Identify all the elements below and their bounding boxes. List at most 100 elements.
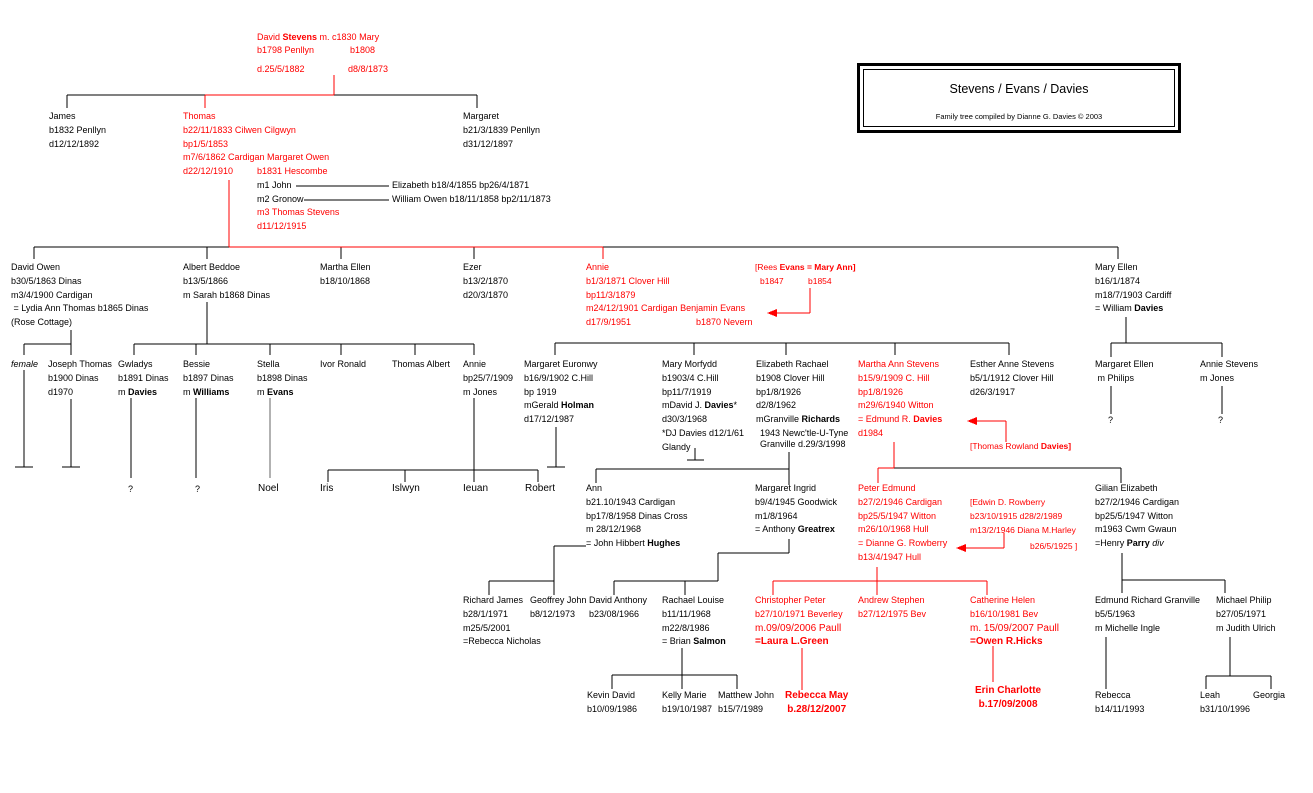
- text-segment: mDavid J.: [662, 400, 705, 411]
- text-line: d8/8/1873: [348, 63, 388, 77]
- text-segment: Martha Ann Stevens: [858, 359, 940, 369]
- text-segment: Esther Anne Stevens: [970, 359, 1055, 369]
- text-segment: Ivor Ronald: [320, 359, 367, 369]
- text-line: Stella: [257, 358, 308, 372]
- text-segment: d26/3/1917: [970, 386, 1016, 397]
- text-line: m.09/09/2006 Paull: [755, 622, 843, 636]
- text-line: Islwyn: [392, 482, 420, 496]
- text-segment: bp1/8/1926: [858, 386, 904, 397]
- text-line: Rebecca May: [785, 689, 848, 703]
- text-segment: b27/10/1971 Beverley: [755, 608, 843, 619]
- text-line: Albert Beddoe: [183, 261, 270, 275]
- text-segment: b21/3/1839 Penllyn: [463, 124, 541, 135]
- text-segment: Thomas: [183, 111, 216, 121]
- text-line: = William Davies: [1095, 302, 1171, 316]
- text-segment: Rebecca May: [785, 690, 849, 701]
- text-line: Noel: [258, 482, 279, 496]
- text-segment: Richard James: [463, 595, 524, 605]
- person-robert: Robert: [525, 482, 555, 496]
- thomas-rowland-davies-parent: [Thomas Rowland Davies]: [970, 440, 1071, 454]
- text-segment: Richards: [801, 414, 841, 425]
- text-line: m25/5/2001: [463, 622, 541, 636]
- text-segment: b8/12/1973: [530, 608, 576, 619]
- text-line: b1847: [760, 275, 784, 289]
- text-line: b31/10/1996: [1200, 703, 1250, 717]
- text-line: bp17/8/1958 Dinas Cross: [586, 510, 688, 524]
- text-segment: = Dianne G. Rowberry: [858, 538, 948, 549]
- text-line: Ann: [586, 482, 688, 496]
- text-segment: div: [1149, 538, 1164, 549]
- text-segment: b16/10/1981 Bev: [970, 608, 1039, 619]
- text-segment: Davies: [1134, 303, 1164, 314]
- text-segment: Granville d.29/3/1998: [760, 439, 846, 449]
- text-line: Ezer: [463, 261, 508, 275]
- text-segment: ?: [1218, 415, 1224, 425]
- text-line: m. 15/09/2007 Paull: [970, 622, 1059, 636]
- text-segment: m: [257, 386, 267, 397]
- text-line: b14/11/1993: [1095, 703, 1144, 717]
- text-line: b27/2/1946 Cardigan: [858, 496, 947, 510]
- text-line: b27/12/1975 Bev: [858, 608, 926, 622]
- text-segment: d1984: [858, 427, 884, 438]
- text-line: Andrew Stephen: [858, 594, 926, 608]
- text-line: David Stevens m. c1830 Mary: [257, 31, 379, 45]
- benjamin-evans-birth: b1870 Nevern: [696, 316, 753, 330]
- mary-ann-birth: b1854: [808, 275, 832, 289]
- title-box-inner: Stevens / Evans / Davies Family tree com…: [863, 69, 1175, 127]
- text-line: Georgia: [1253, 689, 1285, 703]
- text-segment: Greatrex: [797, 524, 835, 535]
- text-segment: Thomas Albert: [392, 359, 451, 369]
- text-segment: =Laura L.Green: [755, 636, 829, 648]
- text-line: Mary Morfydd: [662, 358, 744, 372]
- text-segment: = Anthony: [755, 524, 798, 535]
- text-line: Annie: [463, 358, 513, 372]
- person-noel: Noel: [258, 482, 279, 496]
- text-segment: Bessie: [183, 359, 211, 369]
- text-line: b15/7/1989: [718, 703, 774, 717]
- text-segment: ?: [195, 484, 201, 494]
- text-line: b1808: [350, 44, 375, 58]
- text-line: bp 1919: [524, 386, 598, 400]
- text-line: b23/10/1915 d28/2/1989: [970, 510, 1076, 524]
- text-segment: Robert: [525, 483, 556, 494]
- text-segment: b27/05/1971: [1216, 608, 1267, 619]
- text-segment: m Michelle Ingle: [1095, 622, 1161, 633]
- text-segment: b23/08/1966: [589, 608, 640, 619]
- text-segment: b1870 Nevern: [696, 317, 753, 327]
- text-segment: Islwyn: [392, 483, 420, 494]
- text-segment: b19/10/1987: [662, 703, 713, 714]
- text-segment: Margaret: [463, 111, 500, 121]
- text-line: m Evans: [257, 386, 308, 400]
- text-segment: ?: [1108, 415, 1114, 425]
- text-line: Thomas Albert: [392, 358, 450, 372]
- text-segment: b30/5/1863 Dinas: [11, 275, 82, 286]
- text-segment: Leah: [1200, 690, 1221, 700]
- text-line: b10/09/1986: [587, 703, 637, 717]
- text-segment: James: [49, 111, 76, 121]
- text-line: Elizabeth b18/4/1855 bp26/4/1871: [392, 179, 551, 193]
- text-segment: m Sarah b1868 Dinas: [183, 289, 271, 300]
- text-line: David Anthony: [589, 594, 647, 608]
- text-line: Margaret: [463, 110, 540, 124]
- text-line: b1908 Clover Hill: [756, 372, 840, 386]
- text-segment: Rachael Louise: [662, 595, 725, 605]
- tree-title: Stevens / Evans / Davies: [949, 82, 1089, 96]
- text-segment: David Anthony: [589, 595, 648, 605]
- text-line: Catherine Helen: [970, 594, 1059, 608]
- text-line: b1900 Dinas: [48, 372, 112, 386]
- text-segment: m Judith Ulrich: [1216, 622, 1276, 633]
- text-line: m Judith Ulrich: [1216, 622, 1276, 636]
- text-segment: Annie: [586, 262, 610, 272]
- text-segment: m24/12/1901 Cardigan Benjamin Evans: [586, 303, 746, 314]
